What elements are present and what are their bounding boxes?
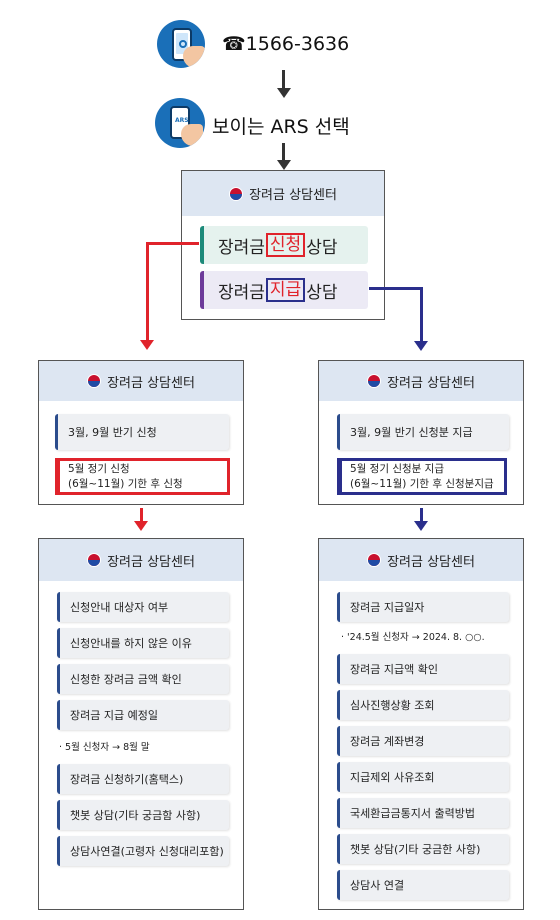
apply-menu-item-no-notice-reason[interactable]: 신청안내를 하지 않은 이유 [57, 628, 229, 658]
pay-menu-item-amount-check[interactable]: 장려금 지급액 확인 [337, 654, 509, 684]
panel-title: 장려금 상담센터 [107, 375, 195, 391]
pay-panel-header: 장려금 상담센터 [319, 361, 523, 401]
apply-regular-item[interactable]: 5월 정기 신청 (6월~11월) 기한 후 신청 [55, 458, 230, 495]
phone-number: ☎1566-3636 [222, 33, 350, 55]
red-arrow-head [140, 340, 154, 350]
apply-panel-header: 장려금 상담센터 [39, 361, 243, 401]
pay-regular-item[interactable]: 5월 정기 신청분 지급 (6월~11월) 기한 후 신청분지급 [337, 458, 507, 495]
ars-phone-icon: ARS [155, 98, 205, 148]
pay-menu-panel: 장려금 상담센터 장려금 지급일자 · '24.5월 신청자 → 2024. 8… [318, 538, 524, 910]
apply-regular-line2: (6월~11월) 기한 후 신청 [68, 477, 183, 490]
pay-menu-item-account-change[interactable]: 장려금 계좌변경 [337, 726, 509, 756]
pay-menu-item-review-status[interactable]: 심사진행상황 조회 [337, 690, 509, 720]
taeguk-icon [229, 186, 244, 201]
taeguk-icon [367, 553, 382, 567]
apply-menu-item-hometax[interactable]: 장려금 신청하기(홈택스) [57, 764, 229, 794]
navy-connector-v [420, 287, 423, 343]
pay-menu-header: 장려금 상담센터 [319, 539, 523, 581]
panel-title: 장려금 상담센터 [107, 554, 195, 570]
navy-connector-h [369, 287, 423, 290]
red-connector-h [146, 242, 199, 245]
apply-menu-item-amount-check[interactable]: 신청한 장려금 금액 확인 [57, 664, 229, 694]
pay-highlight: 지급 [265, 277, 306, 303]
apply-menu-item-chatbot[interactable]: 챗봇 상담(기타 궁금함 사항) [57, 800, 229, 830]
apply-menu-item-eligibility[interactable]: 신청안내 대상자 여부 [57, 592, 229, 622]
apply-menu-panel: 장려금 상담센터 신청안내 대상자 여부 신청안내를 하지 않은 이유 신청한 … [38, 538, 244, 910]
apply-menu-note: · 5월 신청자 → 8월 말 [59, 742, 150, 753]
apply-menu-item-pay-date[interactable]: 장려금 지급 예정일 [57, 700, 229, 730]
apply-half-year-item[interactable]: 3월, 9월 반기 신청 [55, 414, 229, 450]
pay-menu-item-refund-notice[interactable]: 국세환급금통지서 출력방법 [337, 798, 509, 828]
panel-title: 장려금 상담센터 [387, 554, 475, 570]
pay-panel: 장려금 상담센터 3월, 9월 반기 신청분 지급 5월 정기 신청분 지급 (… [318, 360, 524, 505]
red-connector-v [146, 242, 149, 342]
pay-menu-item-chatbot[interactable]: 챗봇 상담(기타 궁금한 사항) [337, 834, 509, 864]
navy-arrow-head [414, 341, 428, 351]
pay-menu-item-exclusion-reason[interactable]: 지급제외 사유조회 [337, 762, 509, 792]
navy-arrow-2-head [414, 521, 428, 531]
red-arrow-2-shaft [140, 508, 143, 522]
apply-highlight: 신청 [265, 232, 306, 258]
apply-menu-item-agent[interactable]: 상담사연결(고령자 신청대리포함) [57, 836, 229, 866]
arrow-down-2 [282, 143, 285, 162]
center-panel-header: 장려금 상담센터 [182, 171, 384, 216]
pay-menu-item-agent[interactable]: 상담사 연결 [337, 870, 509, 900]
taeguk-icon [87, 553, 102, 567]
panel-title: 장려금 상담센터 [249, 188, 337, 203]
apply-regular-line1: 5월 정기 신청 [68, 463, 130, 476]
arrow-down-1 [282, 70, 285, 90]
pay-menu-item-pay-date[interactable]: 장려금 지급일자 [337, 592, 509, 622]
apply-menu-header: 장려금 상담센터 [39, 539, 243, 581]
taeguk-icon [87, 374, 102, 388]
apply-panel: 장려금 상담센터 3월, 9월 반기 신청 5월 정기 신청 (6월~11월) … [38, 360, 244, 505]
pay-regular-line1: 5월 정기 신청분 지급 [350, 463, 444, 476]
ars-label: 보이는 ARS 선택 [212, 116, 350, 138]
red-arrow-2-head [134, 521, 148, 531]
arrow-head-2 [277, 160, 291, 170]
pay-half-year-item[interactable]: 3월, 9월 반기 신청분 지급 [337, 414, 509, 450]
panel-title: 장려금 상담센터 [387, 375, 475, 391]
arrow-head-1 [277, 88, 291, 98]
navy-arrow-2-shaft [420, 508, 423, 522]
phone-icon [157, 20, 205, 68]
taeguk-icon [367, 374, 382, 388]
pay-regular-line2: (6월~11월) 기한 후 신청분지급 [350, 477, 494, 490]
pay-menu-note: · '24.5월 신청자 → 2024. 8. ○○. [341, 632, 485, 643]
